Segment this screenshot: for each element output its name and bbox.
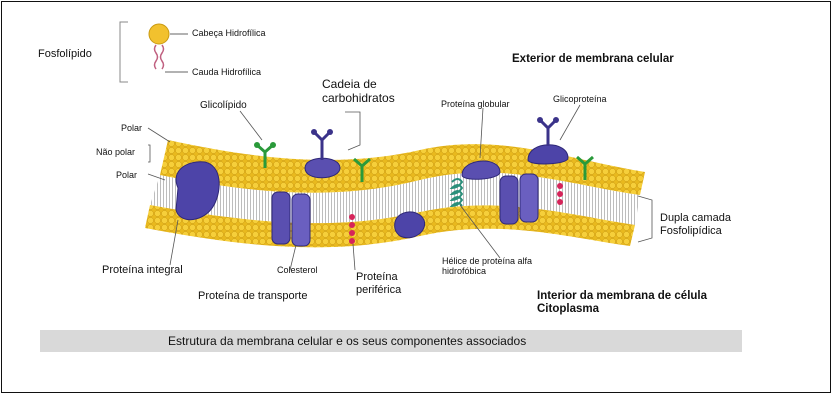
phospholipid-bilayer [145,140,645,247]
label-exterior-membrana: Exterior de membrana celular [512,53,674,66]
label-cadeia-line1: Cadeia de [322,78,395,92]
label-polar-top: Polar [121,123,142,133]
legend-phospholipid-icon [120,22,188,82]
label-dupla-camada: Dupla camada Fosfolipídica [660,212,731,237]
label-helice-alfa: Hélice de proteína alfa hidrofóbica [442,256,532,277]
label-helice-line2: hidrofóbica [442,266,532,276]
figure-caption: Estrutura da membrana celular e os seus … [168,334,526,348]
label-proteina-integral: Proteína integral [102,264,183,277]
label-glicolipido: Glicolípido [200,100,247,112]
label-cadeia-carbohidratos: Cadeia de carbohidratos [322,78,395,106]
label-polar-bottom: Polar [116,170,137,180]
label-proteina-transporte: Proteína de transporte [198,290,307,303]
label-fosfolipido: Fosfolípido [38,48,92,61]
label-dupla-line2: Fosfolipídica [660,225,731,238]
label-periferica-line1: Proteína [356,271,401,284]
label-cauda-hidrofilica: Cauda Hidrofílica [192,67,261,77]
label-dupla-line1: Dupla camada [660,212,731,225]
label-glicoproteina: Glicoproteína [553,94,607,104]
label-cabeca-hidrofilica: Cabeça Hidrofílica [192,28,266,38]
label-nao-polar: Não polar [96,147,135,157]
label-colesterol: Colesterol [277,265,318,275]
label-interior-line2: Citoplasma [537,303,707,316]
label-helice-line1: Hélice de proteína alfa [442,256,532,266]
label-interior-membrana: Interior da membrana de célula Citoplasm… [537,290,707,316]
label-interior-line1: Interior da membrana de célula [537,290,707,303]
label-cadeia-line2: carbohidratos [322,92,395,106]
label-proteina-globular: Proteína globular [441,99,510,109]
label-proteina-periferica: Proteína periférica [356,271,401,296]
label-periferica-line2: periférica [356,284,401,297]
